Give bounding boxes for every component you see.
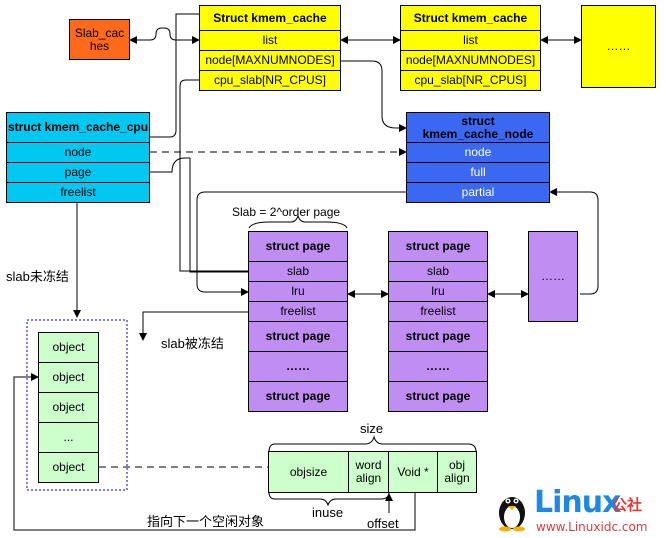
kmem-cache-cpu-page: page: [6, 162, 150, 183]
page1-dots: ……: [248, 351, 348, 382]
kmem-cache-2-cpu-slab: cpu_slab[NR_CPUS]: [400, 70, 541, 91]
kmem-cache-node-node: node: [406, 142, 550, 163]
page2-dots: ……: [388, 351, 488, 382]
page1-freelist: freelist: [248, 301, 348, 322]
object-5: object: [38, 452, 99, 483]
page1-struct-page-bottom: struct page: [248, 381, 348, 412]
logo-cn: 公社: [612, 497, 643, 514]
page2-struct-page-bottom: struct page: [388, 381, 488, 412]
slab-frozen-label: slab被冻结: [161, 336, 224, 351]
kmem-cache-node-title: struct kmem_cache_node: [406, 112, 550, 143]
object-ellipsis: ...: [38, 422, 99, 453]
kmem-cache-1-cpu-slab: cpu_slab[NR_CPUS]: [199, 70, 341, 91]
page2-struct-page-top: struct page: [388, 231, 488, 262]
kmem-cache-cpu-node: node: [6, 142, 150, 163]
penguin-icon: [499, 497, 525, 532]
offset-label: offset: [367, 516, 399, 531]
layout-void-pointer: Void *: [388, 451, 438, 493]
layout-word-align-line2: align: [355, 471, 382, 485]
layout-objsize: objsize: [268, 451, 349, 493]
page2-struct-page-mid: struct page: [388, 321, 488, 352]
page2-slab: slab: [388, 261, 488, 282]
object-2: object: [38, 362, 99, 393]
logo-word: Linux: [534, 485, 621, 520]
page1-struct-page-mid: struct page: [248, 321, 348, 352]
kmem-cache-cpu-title: struct kmem_cache_cpu: [6, 112, 150, 143]
layout-obj-align-line1: obj: [448, 458, 465, 472]
page1-slab: slab: [248, 261, 348, 282]
object-1: object: [38, 332, 99, 363]
kmem-cache-2-node: node[MAXNUMNODES]: [400, 50, 541, 71]
kmem-cache-node-full: full: [406, 162, 550, 183]
kmem-cache-1-node: node[MAXNUMNODES]: [199, 50, 341, 71]
slab-order-label: Slab = 2^order page: [232, 205, 341, 219]
page2-freelist: freelist: [388, 301, 488, 322]
object-3: object: [38, 392, 99, 423]
slab-caches-label: Slab_caches: [74, 25, 125, 53]
kmem-cache-node-partial: partial: [406, 182, 550, 203]
kmem-cache-more-label: ……: [606, 39, 631, 53]
kmem-cache-1-title: Struct kmem_cache: [199, 5, 341, 31]
layout-word-align: word align: [348, 451, 389, 493]
size-label: size: [360, 421, 384, 436]
kmem-cache-2-list: list: [400, 30, 541, 51]
kmem-cache-2-title: Struct kmem_cache: [400, 5, 541, 31]
page1-lru: lru: [248, 281, 348, 302]
kmem-cache-cpu-freelist: freelist: [6, 182, 150, 203]
layout-word-align-line1: word: [355, 458, 382, 472]
page-more-label: ……: [541, 269, 565, 283]
inuse-label: inuse: [312, 505, 344, 520]
layout-obj-align-line2: align: [444, 471, 470, 485]
kmem-cache-more: ……: [581, 5, 656, 88]
page1-struct-page-top: struct page: [248, 231, 348, 262]
page2-lru: lru: [388, 281, 488, 302]
logo-url: www.Linuxidc.com: [536, 520, 648, 534]
slab-unfrozen-label: slab未冻结: [6, 269, 69, 284]
page-more: ……: [528, 231, 578, 322]
slab-caches-box: Slab_caches: [69, 19, 130, 60]
layout-obj-align: obj align: [437, 451, 477, 493]
next-free-label: 指向下一个空闲对象: [147, 514, 265, 529]
kmem-cache-1-list: list: [199, 30, 341, 51]
